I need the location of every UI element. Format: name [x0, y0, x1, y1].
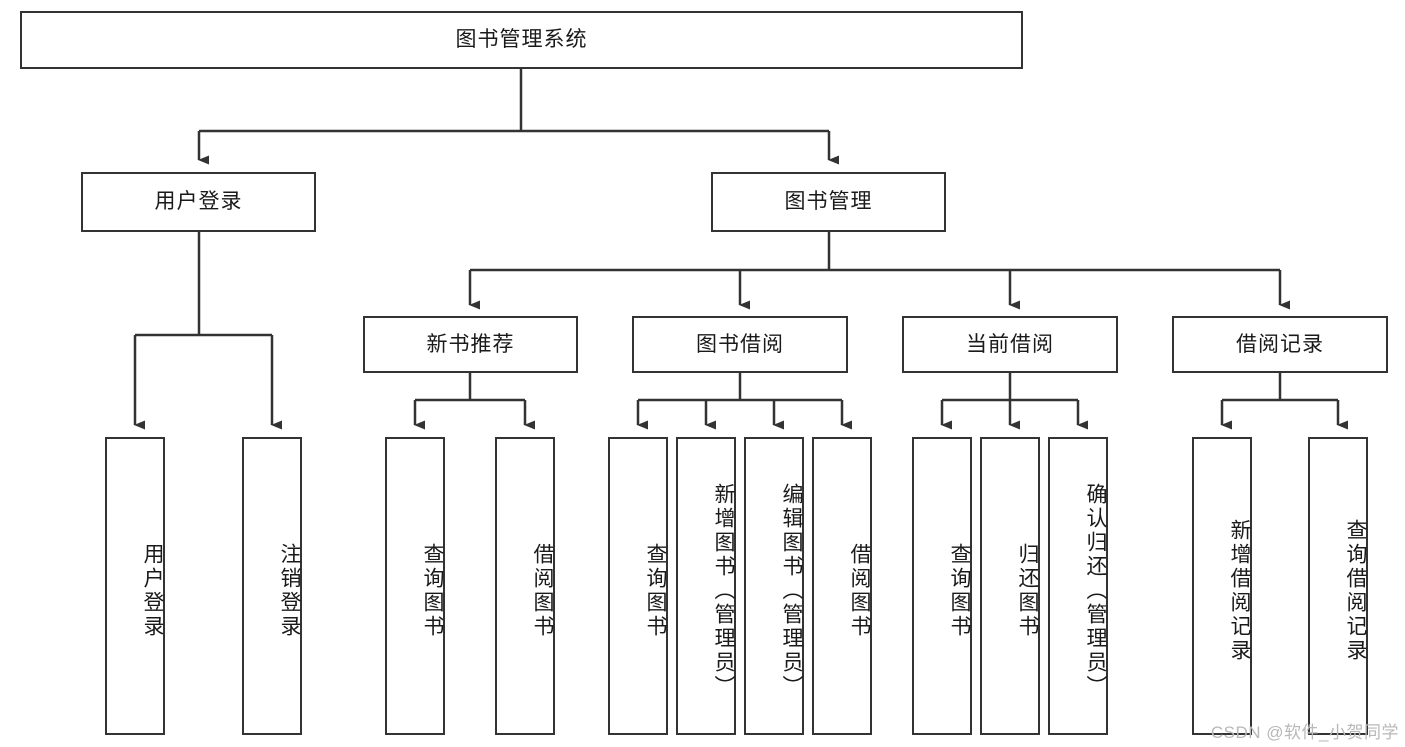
leaf-query-book-3[interactable]: 查询图书: [912, 437, 972, 735]
leaf-logout-label: 注销登录: [278, 543, 301, 639]
node-borrow-record-label: 借阅记录: [1236, 332, 1324, 356]
node-new-book-recommend[interactable]: 新书推荐: [363, 316, 578, 373]
leaf-edit-book-label: 编辑图书（管理员）: [780, 483, 803, 699]
leaf-confirm-return[interactable]: 确认归还（管理员）: [1048, 437, 1108, 735]
leaf-query-record[interactable]: 查询借阅记录: [1308, 437, 1368, 735]
watermark: CSDN @软件_小贺同学: [1210, 723, 1399, 742]
node-book-manage[interactable]: 图书管理: [711, 172, 946, 232]
leaf-borrow-book-2[interactable]: 借阅图书: [812, 437, 872, 735]
node-root-label: 图书管理系统: [455, 28, 588, 52]
node-book-borrow-label: 图书借阅: [696, 332, 784, 356]
node-current-borrow-label: 当前借阅: [966, 332, 1054, 356]
leaf-query-record-label: 查询借阅记录: [1344, 519, 1367, 663]
leaf-borrow-book-1[interactable]: 借阅图书: [495, 437, 555, 735]
leaf-query-book-2-label: 查询图书: [644, 543, 667, 639]
leaf-borrow-book-1-label: 借阅图书: [531, 543, 554, 639]
node-user-login[interactable]: 用户登录: [81, 172, 316, 232]
node-borrow-record[interactable]: 借阅记录: [1172, 316, 1388, 373]
leaf-add-record[interactable]: 新增借阅记录: [1192, 437, 1252, 735]
leaf-borrow-book-2-label: 借阅图书: [848, 543, 871, 639]
leaf-query-book-2[interactable]: 查询图书: [608, 437, 668, 735]
node-new-book-recommend-label: 新书推荐: [426, 332, 515, 356]
node-root[interactable]: 图书管理系统: [20, 11, 1023, 69]
leaf-query-book-1-label: 查询图书: [421, 543, 444, 639]
node-current-borrow[interactable]: 当前借阅: [902, 316, 1118, 373]
leaf-query-book-3-label: 查询图书: [948, 543, 971, 639]
leaf-add-book[interactable]: 新增图书（管理员）: [676, 437, 736, 735]
leaf-add-book-label: 新增图书（管理员）: [712, 483, 735, 699]
leaf-user-login-label: 用户登录: [141, 543, 164, 639]
node-user-login-label: 用户登录: [154, 190, 243, 214]
leaf-logout[interactable]: 注销登录: [242, 437, 302, 735]
node-book-manage-label: 图书管理: [784, 190, 873, 214]
leaf-return-book[interactable]: 归还图书: [980, 437, 1040, 735]
leaf-confirm-return-label: 确认归还（管理员）: [1084, 483, 1107, 699]
leaf-query-book-1[interactable]: 查询图书: [385, 437, 445, 735]
leaf-add-record-label: 新增借阅记录: [1228, 519, 1251, 663]
leaf-return-book-label: 归还图书: [1016, 543, 1039, 639]
node-book-borrow[interactable]: 图书借阅: [632, 316, 848, 373]
leaf-edit-book[interactable]: 编辑图书（管理员）: [744, 437, 804, 735]
leaf-user-login[interactable]: 用户登录: [105, 437, 165, 735]
